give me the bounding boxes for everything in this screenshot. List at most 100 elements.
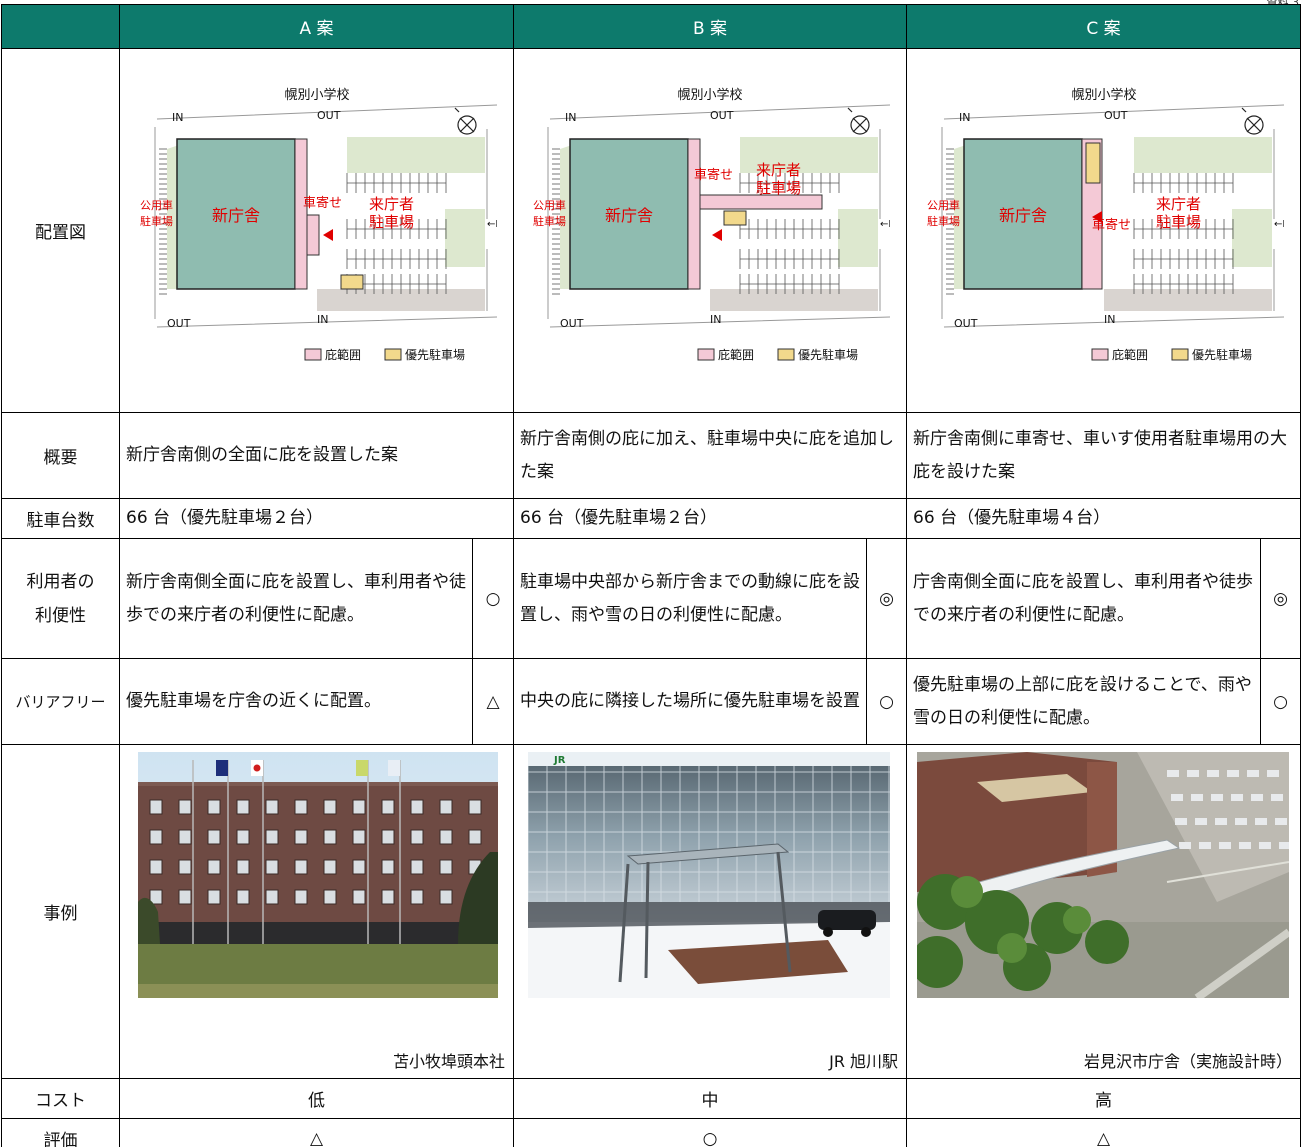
- entrance-in-s: IN: [317, 313, 328, 326]
- visitor-parking-label-1: 来庁者: [369, 195, 414, 213]
- entrance-in-nw: IN: [565, 111, 576, 124]
- example-caption-b: JR 旭川駅: [829, 1052, 899, 1071]
- exit-out-n: OUT: [1104, 109, 1128, 122]
- barrier-free-row: バリアフリー 優先駐車場を庁舎の近くに配置。 △ 中央の庇に隣接した場所に優先駐…: [1, 658, 1301, 745]
- summary-a: 新庁舎南側の全面に庇を設置した案: [118, 412, 515, 499]
- convenience-row: 利用者の 利便性 新庁舎南側全面に庇を設置し、車利用者や徒歩での来庁者の利便性に…: [1, 538, 1301, 659]
- legend-priority-label: 優先駐車場: [405, 347, 465, 362]
- building-label: 新庁舎: [211, 206, 259, 225]
- evaluation-row: 評価 △ ○ △: [1, 1118, 1301, 1147]
- public-parking-label-2: 駐車場: [533, 214, 566, 228]
- cost-b: 中: [513, 1078, 908, 1119]
- public-parking-label-1: 公用車: [927, 198, 960, 212]
- convenience-b: 駐車場中央部から新庁舎までの動線に庇を設置し、雨や雪の日の利便性に配慮。: [513, 538, 868, 659]
- evaluation-a: △: [118, 1118, 515, 1147]
- site-plan-c: 幌別小学校INOUT←INOUTIN新庁舎公用車駐車場車寄せ来庁者駐車場庇範囲優…: [927, 87, 1293, 362]
- parking-a: 66 台（優先駐車場２台）: [118, 498, 515, 539]
- public-parking-label-2: 駐車場: [927, 214, 960, 228]
- legend-eave-label: 庇範囲: [718, 347, 754, 362]
- evaluation-c: △: [906, 1118, 1301, 1147]
- row-label-layout: 配置図: [1, 48, 120, 413]
- parking-b: 66 台（優先駐車場２台）: [513, 498, 908, 539]
- entrance-in-e: ←IN: [880, 219, 890, 230]
- example-c: 岩見沢市庁舎（実施設計時）: [906, 744, 1301, 1079]
- building-label: 新庁舎: [999, 206, 1047, 225]
- row-label-parking: 駐車台数: [1, 498, 120, 539]
- example-b: JR JR 旭川駅: [513, 744, 908, 1079]
- cost-row: コスト 低 中 高: [1, 1078, 1301, 1119]
- entrance-in-nw: IN: [959, 111, 970, 124]
- school-label: 幌別小学校: [284, 87, 349, 103]
- row-label-convenience: 利用者の 利便性: [1, 538, 120, 659]
- example-a: 苫小牧埠頭本社: [118, 744, 515, 1079]
- row-label-cost: コスト: [1, 1078, 120, 1119]
- example-photo-b: JR: [527, 752, 891, 1002]
- compass-icon: [1241, 107, 1264, 135]
- barrier-free-b: 中央の庇に隣接した場所に優先駐車場を設置: [513, 658, 868, 745]
- summary-b: 新庁舎南側の庇に加え、駐車場中央に庇を追加した案: [513, 412, 908, 499]
- examples-row: 事例: [1, 744, 1301, 1079]
- visitor-parking-label-2: 駐車場: [1156, 213, 1201, 231]
- legend-eave-swatch: [697, 348, 715, 360]
- legend-priority-label: 優先駐車場: [1192, 347, 1252, 362]
- priority-parking: [723, 210, 747, 225]
- visitor-parking-label-2: 駐車場: [756, 179, 801, 197]
- cost-a: 低: [118, 1078, 515, 1119]
- layout-diagram-c: 幌別小学校INOUT←INOUTIN新庁舎公用車駐車場車寄せ来庁者駐車場庇範囲優…: [906, 48, 1301, 413]
- visitor-parking-label-1: 来庁者: [756, 161, 801, 179]
- parking-c: 66 台（優先駐車場４台）: [906, 498, 1301, 539]
- legend-priority-swatch: [1171, 348, 1189, 360]
- new-building: [569, 137, 689, 290]
- layout-diagram-b: 幌別小学校INOUT←INOUTIN新庁舎公用車駐車場車寄せ来庁者駐車場庇範囲優…: [513, 48, 908, 413]
- convenience-mark-b: ◎: [866, 538, 908, 659]
- evaluation-b: ○: [513, 1118, 908, 1147]
- public-parking-label-2: 駐車場: [140, 214, 173, 228]
- entrance-in-e: ←IN: [487, 219, 497, 230]
- carport-label: 車寄せ: [694, 167, 733, 183]
- exit-out-sw: OUT: [167, 317, 191, 330]
- barrier-free-a: 優先駐車場を庁舎の近くに配置。: [119, 658, 473, 745]
- priority-parking: [1085, 142, 1101, 183]
- new-building: [962, 137, 1083, 290]
- carport-label: 車寄せ: [1092, 217, 1131, 233]
- example-photo-c: [911, 752, 1292, 1002]
- legend-priority-label: 優先駐車場: [798, 347, 858, 362]
- example-caption-a: 苫小牧埠頭本社: [393, 1052, 506, 1071]
- legend-eave-label: 庇範囲: [325, 347, 361, 362]
- entrance-in-nw: IN: [172, 111, 183, 124]
- priority-parking: [340, 274, 363, 289]
- carport-label: 車寄せ: [303, 195, 342, 211]
- convenience-a: 新庁舎南側全面に庇を設置し、車利用者や徒歩での来庁者の利便性に配慮。: [119, 538, 473, 659]
- exit-out-n: OUT: [317, 109, 341, 122]
- legend-priority-swatch: [384, 348, 401, 360]
- header-plan-c: C 案: [906, 4, 1301, 49]
- public-parking-label-1: 公用車: [140, 198, 173, 212]
- school-label: 幌別小学校: [1071, 87, 1136, 103]
- convenience-c: 庁舎南側全面に庇を設置し、車利用者や徒歩での来庁者の利便性に配慮。: [906, 538, 1262, 659]
- header-plan-a: A 案: [118, 4, 515, 49]
- row-label-barrier-free: バリアフリー: [1, 658, 120, 745]
- entrance-in-s: IN: [1104, 313, 1115, 326]
- layout-row: 配置図 幌別小学校INOUT←INOUTIN新庁舎公用車駐車場車寄せ来庁者駐車場…: [1, 48, 1301, 413]
- row-label-evaluation: 評価: [1, 1118, 120, 1147]
- legend-eave-swatch: [1091, 348, 1109, 360]
- summary-row: 概要 新庁舎南側の全面に庇を設置した案 新庁舎南側の庇に加え、駐車場中央に庇を追…: [1, 412, 1301, 499]
- exit-out-sw: OUT: [954, 317, 978, 330]
- exit-out-sw: OUT: [560, 317, 584, 330]
- summary-c: 新庁舎南側に車寄せ、車いす使用者駐車場用の大庇を設けた案: [906, 412, 1301, 499]
- convenience-mark-c: ◎: [1260, 538, 1301, 659]
- svg-text:JR: JR: [553, 755, 566, 766]
- legend-priority-swatch: [777, 348, 795, 360]
- eave-area: [687, 138, 701, 289]
- public-parking-label-1: 公用車: [533, 198, 566, 212]
- legend-eave-label: 庇範囲: [1112, 347, 1148, 362]
- convenience-mark-a: ○: [471, 538, 515, 659]
- row-label-examples: 事例: [1, 744, 120, 1079]
- compass-icon: [454, 107, 477, 135]
- compass-icon: [847, 107, 870, 135]
- eave-area: [294, 138, 307, 289]
- site-plan-a: 幌別小学校INOUT←INOUTIN新庁舎公用車駐車場車寄せ来庁者駐車場庇範囲優…: [140, 87, 506, 362]
- visitor-parking-label-1: 来庁者: [1156, 195, 1201, 213]
- comparison-table: A 案 B 案 C 案 配置図 幌別小学校INOUT←INOUTIN新庁舎公用車…: [1, 4, 1301, 1147]
- site-plan-b: 幌別小学校INOUT←INOUTIN新庁舎公用車駐車場車寄せ来庁者駐車場庇範囲優…: [533, 87, 899, 362]
